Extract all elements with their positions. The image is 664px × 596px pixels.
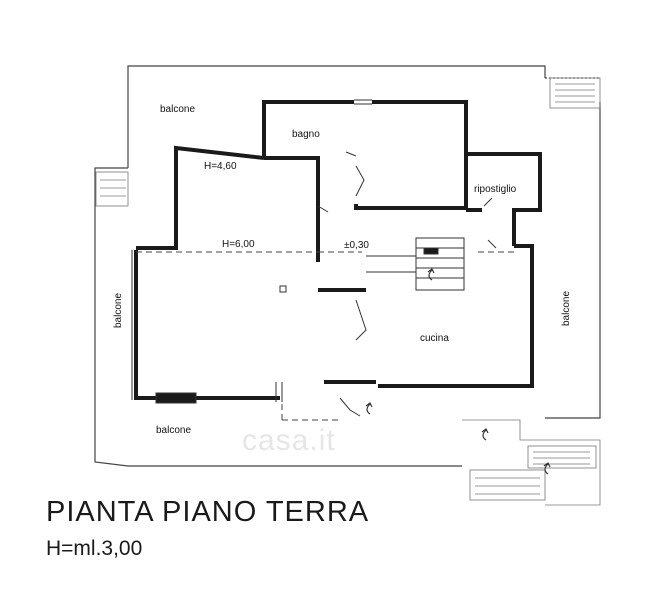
walls xyxy=(134,100,542,400)
watermark: casa.it xyxy=(242,424,336,457)
balcony-boundary xyxy=(94,65,601,467)
level-arrows xyxy=(365,268,551,475)
label-bagno: bagno xyxy=(292,129,320,140)
label-balcone-left: balcone xyxy=(113,293,124,328)
label-balcone-bottom: balcone xyxy=(156,425,191,436)
label-cucina: cucina xyxy=(420,333,449,344)
label-ripostiglio: ripostiglio xyxy=(474,184,517,195)
plan-title: PIANTA PIANO TERRA xyxy=(46,496,370,528)
pillar xyxy=(279,285,287,293)
label-level: ±0,30 xyxy=(344,240,369,251)
door-swings xyxy=(317,151,497,417)
label-balcone-right: balcone xyxy=(561,291,572,326)
windows xyxy=(131,99,372,404)
dashed-lines xyxy=(136,251,514,421)
label-balcone-top: balcone xyxy=(160,104,195,115)
label-h460: H=4,60 xyxy=(204,161,237,172)
exterior-stairs xyxy=(95,77,601,506)
label-h600: H=6,00 xyxy=(222,239,255,250)
plan-subtitle: H=ml.3,00 xyxy=(46,537,143,560)
interior-staircase xyxy=(366,237,465,291)
